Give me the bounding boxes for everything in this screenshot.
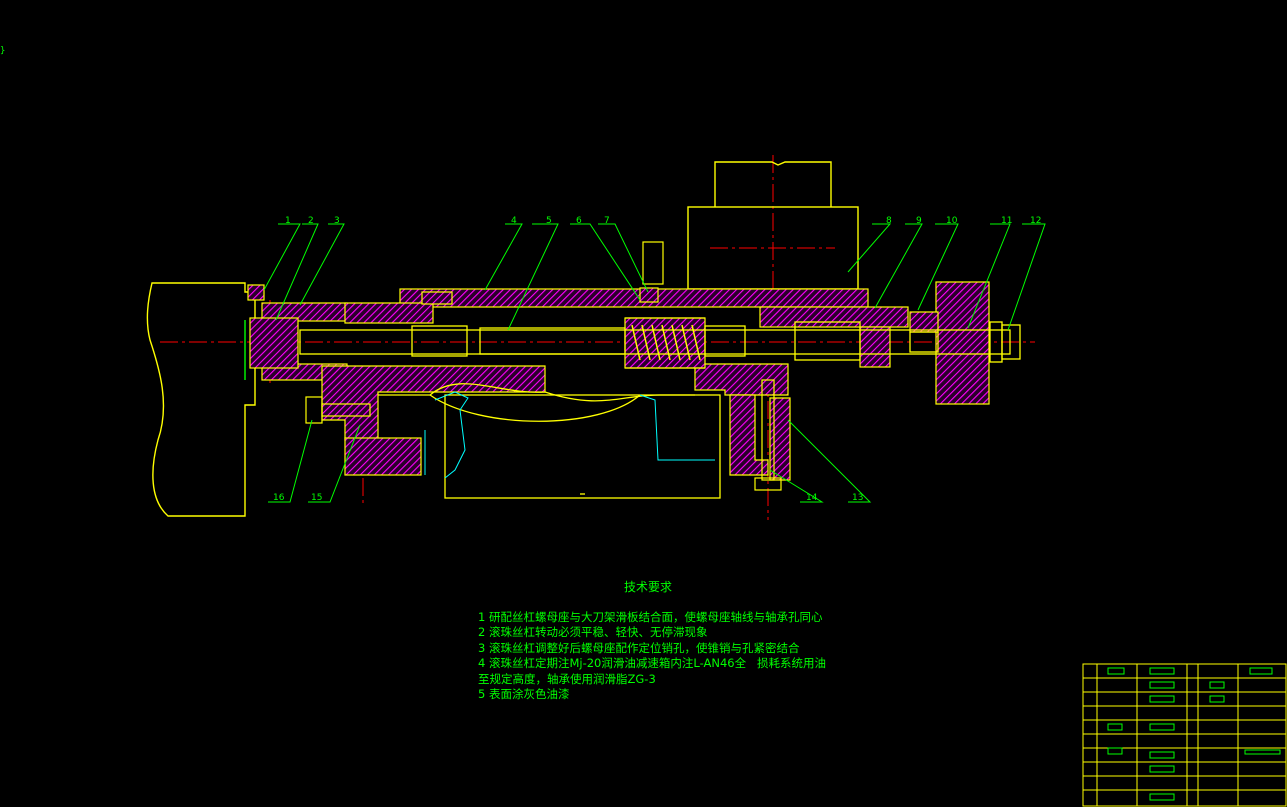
callout-13: 13 — [852, 493, 863, 503]
callout-12: 12 — [1030, 216, 1041, 226]
tech-requirement-5: 5 表面涂灰色油漆 — [478, 687, 570, 701]
callout-8: 8 — [886, 216, 892, 226]
tech-requirement-3: 3 滚珠丝杠调整好后螺母座配作定位销孔，使锥销与孔紧密结合 — [478, 640, 800, 655]
callout-10: 10 — [946, 216, 958, 226]
tech-requirement-2: 2 滚珠丝杠转动必须平稳、轻快、无停滞现象 — [478, 625, 708, 639]
callout-1: 1 — [285, 216, 291, 226]
callout-3: 3 — [334, 216, 340, 226]
ball-screw — [299, 317, 1021, 369]
hatched-sections — [247, 281, 990, 481]
callout-4: 4 — [511, 216, 517, 226]
callout-11: 11 — [1001, 216, 1012, 226]
hidden-lines — [424, 391, 715, 479]
left-housing — [146, 282, 256, 517]
callout-14: 14 — [806, 493, 818, 503]
callout-labels: 1 2 3 4 5 6 7 8 9 10 11 12 13 14 15 16 — [273, 216, 1041, 503]
tech-requirement-4: 4 滚珠丝杠定期注Mj-20润滑油减速箱内注L-AN46全 损耗系统用油至规定高… — [478, 656, 827, 686]
callout-leaders — [263, 223, 1046, 503]
callout-7: 7 — [604, 216, 610, 226]
tech-requirements-title: 技术要求 — [623, 580, 672, 594]
technical-requirements: 技术要求 1 研配丝杠螺母座与大刀架滑板结合面，使螺母座轴线与轴承孔同心 2 滚… — [478, 580, 828, 703]
callout-16: 16 — [273, 493, 285, 503]
callout-6: 6 — [576, 216, 582, 226]
corner-mark: } — [0, 46, 6, 56]
callout-9: 9 — [916, 216, 922, 226]
callout-15: 15 — [311, 493, 322, 503]
title-block — [1082, 663, 1287, 807]
tech-requirement-1: 1 研配丝杠螺母座与大刀架滑板结合面，使螺母座轴线与轴承孔同心 — [478, 609, 823, 624]
bolts — [305, 241, 782, 491]
callout-2: 2 — [308, 216, 314, 226]
callout-5: 5 — [546, 216, 552, 226]
slide-base — [378, 383, 721, 499]
